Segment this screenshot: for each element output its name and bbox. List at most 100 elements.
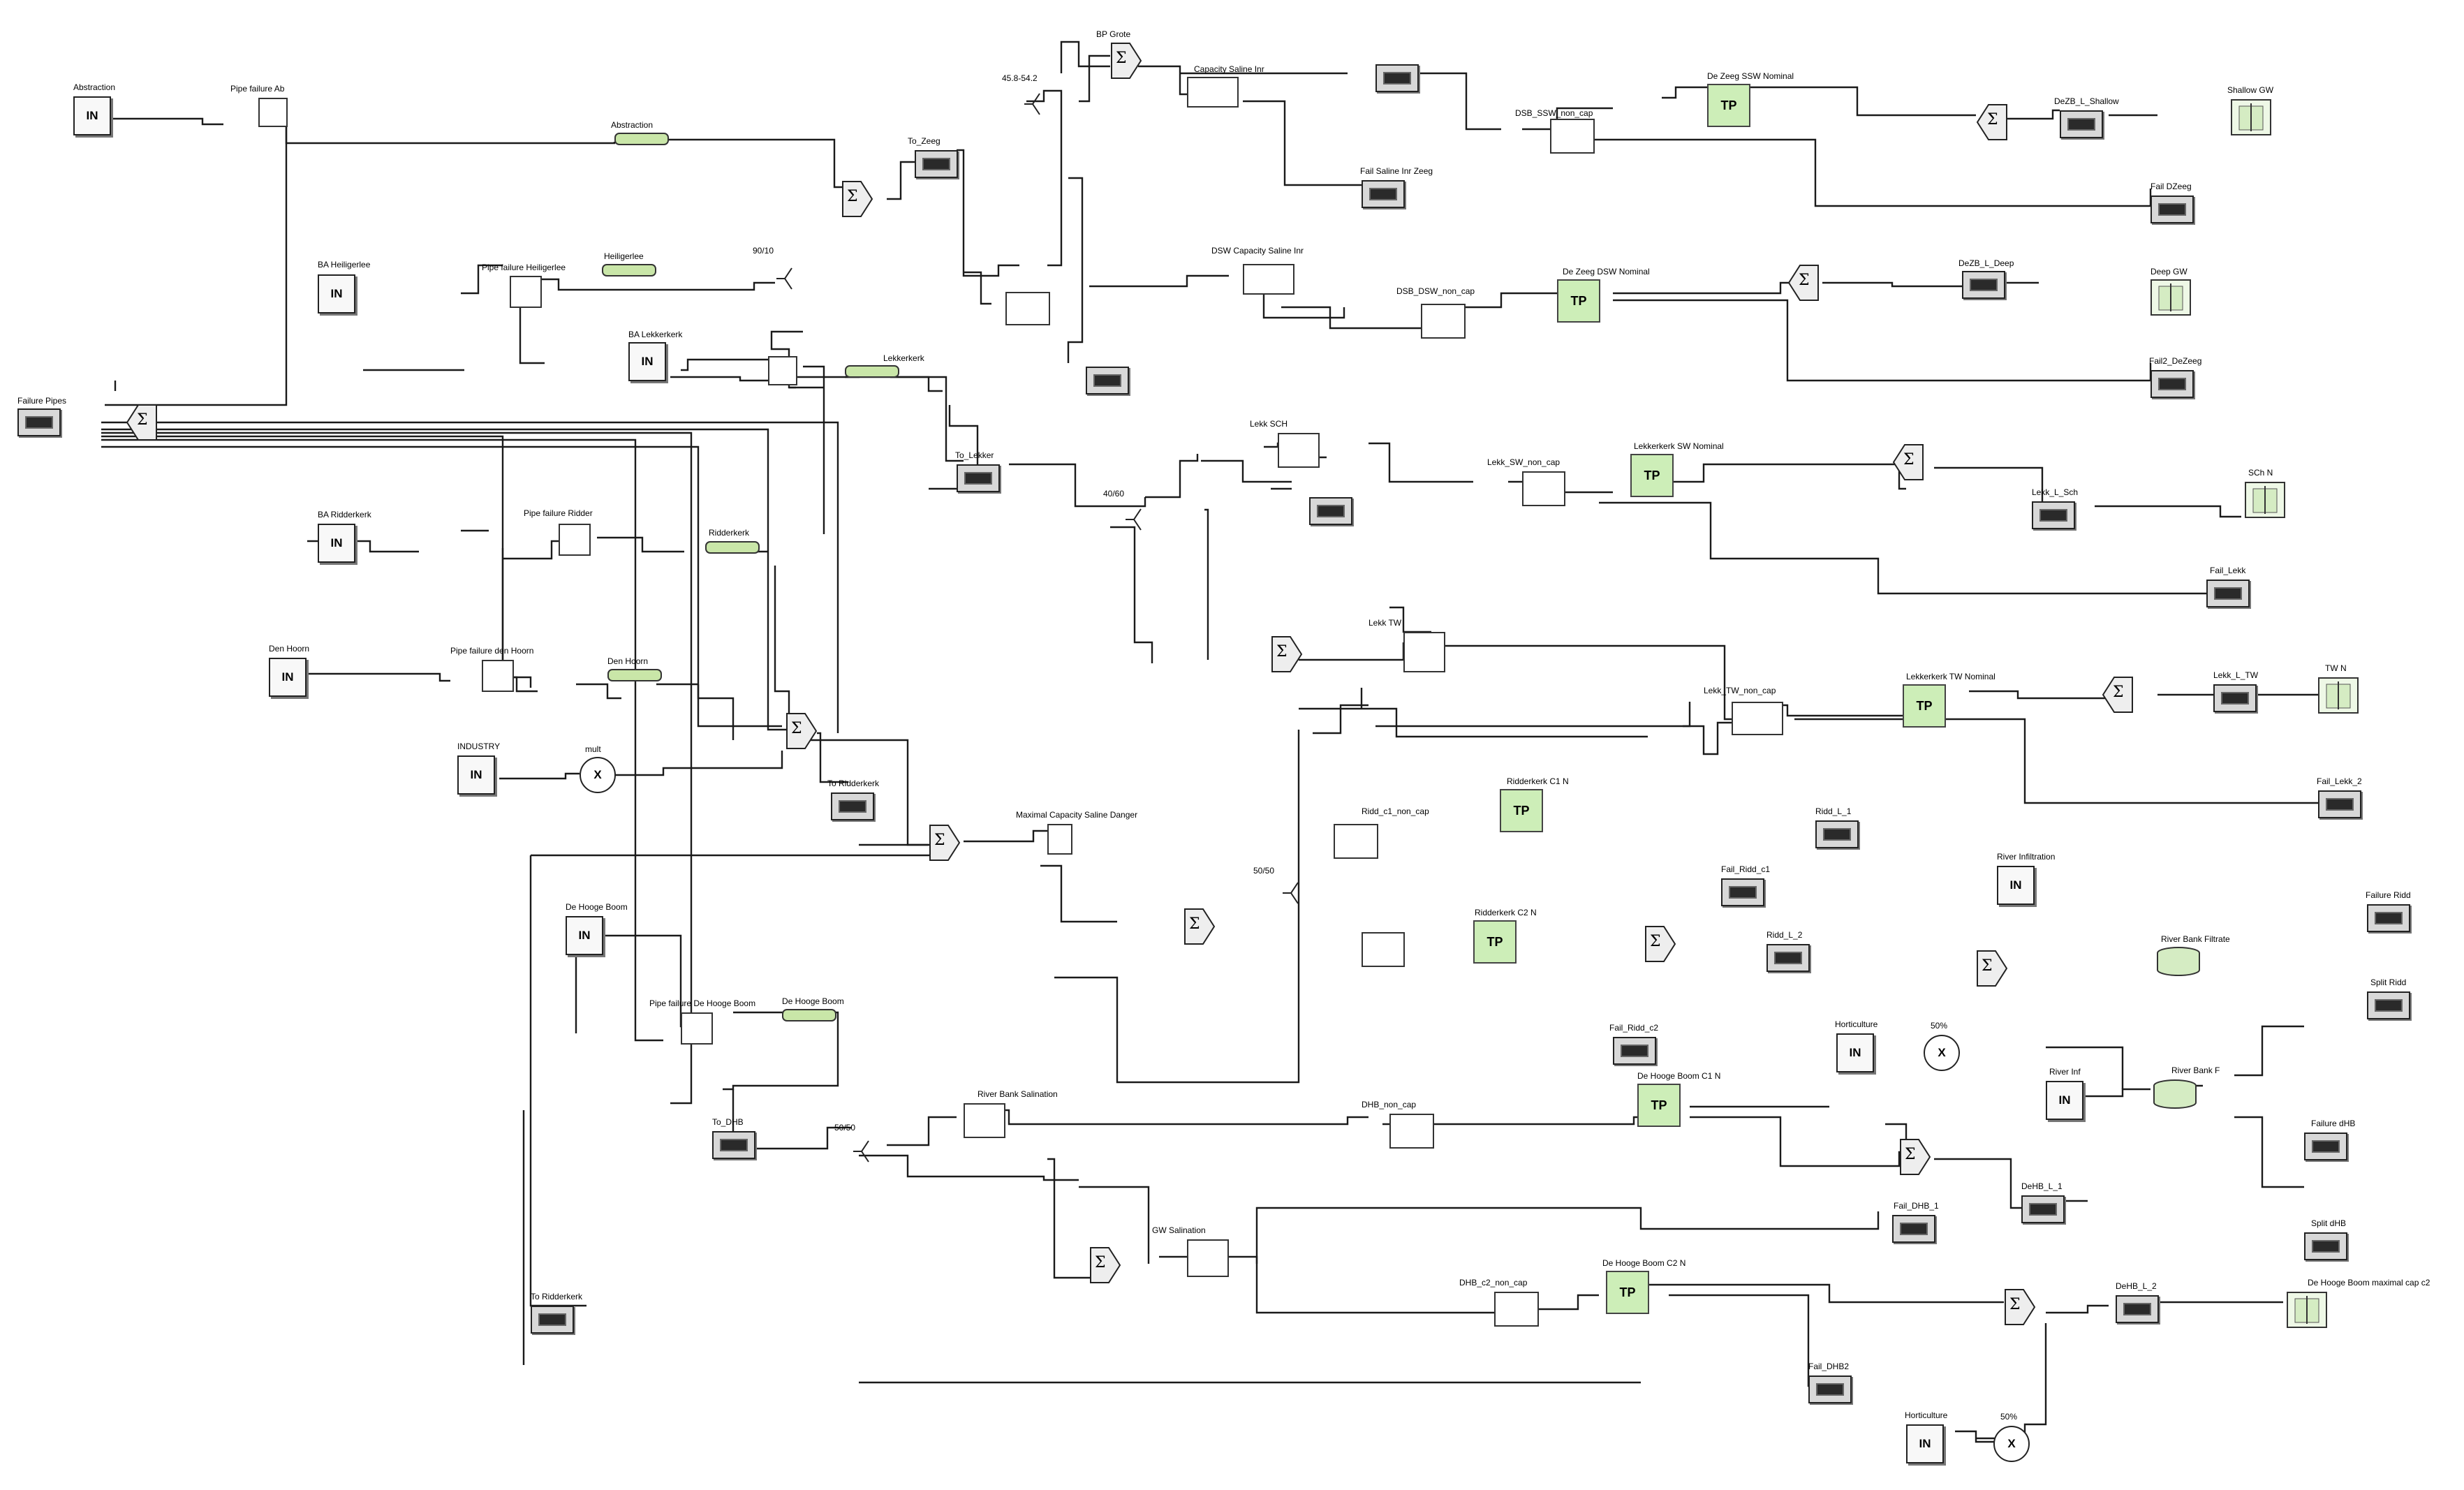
- pct-50-1-operator[interactable]: X: [1924, 1035, 1960, 1071]
- valve-decision[interactable]: [1005, 292, 1050, 325]
- riverbank-sum[interactable]: Σ: [1976, 950, 2008, 987]
- to-zeeg-result[interactable]: [915, 150, 958, 178]
- den-hoorn-input-block[interactable]: IN: [269, 658, 307, 697]
- pipe-failure-heiligerlee-decision[interactable]: [510, 276, 542, 308]
- ba-lekkerkerk-input-block[interactable]: IN: [628, 342, 666, 381]
- ba-ridderkerk-input-block[interactable]: IN: [318, 524, 355, 563]
- fail-dzeeg-result[interactable]: [2151, 196, 2194, 223]
- lekk-l-tw-result[interactable]: [2213, 684, 2257, 712]
- abstraction-input-block[interactable]: IN: [73, 96, 111, 135]
- lekkerkerk-sw-nominal-transfer[interactable]: TP: [1630, 454, 1674, 497]
- lekkerkerk-tw-nominal-transfer[interactable]: TP: [1903, 684, 1946, 728]
- dezb-l-shallow-result[interactable]: [2060, 110, 2103, 138]
- split-9010[interactable]: [775, 265, 793, 292]
- split-4060[interactable]: [1124, 506, 1142, 533]
- heiligerlee-conveyor[interactable]: [602, 264, 656, 276]
- de-zeeg-ssw-nominal-transfer[interactable]: TP: [1707, 84, 1750, 127]
- fail-dhb-1-result[interactable]: [1892, 1215, 1935, 1243]
- ridd-c1-non-cap-decision[interactable]: [1334, 824, 1378, 859]
- de-zeeg-dsw-nominal-transfer[interactable]: TP: [1557, 279, 1600, 323]
- dhb-non-cap-decision[interactable]: [1389, 1114, 1434, 1149]
- lekkerkerk-decision[interactable]: [768, 356, 797, 385]
- tw-n-sink[interactable]: [2318, 677, 2359, 714]
- to-dhb-result[interactable]: [712, 1131, 755, 1159]
- lekk-tw-decision[interactable]: [1403, 632, 1445, 672]
- central-sum[interactable]: Σ: [841, 180, 873, 218]
- dhb-c2-non-cap-decision[interactable]: [1494, 1292, 1539, 1327]
- ridderkerk-conveyor[interactable]: [705, 541, 760, 554]
- to-ridderkerk-2-result[interactable]: [531, 1306, 574, 1334]
- de-hooge-boom-c2-n-transfer[interactable]: TP: [1606, 1271, 1649, 1314]
- fail-ridd-c1-result[interactable]: [1721, 878, 1764, 906]
- max-capacity-decision[interactable]: [1047, 824, 1072, 855]
- ridd-c2-decision[interactable]: [1362, 932, 1405, 967]
- lekkerkerk-conveyor[interactable]: [845, 365, 899, 378]
- deep-saline-result[interactable]: [1086, 367, 1129, 394]
- pipe-failure-de-hooge-boom-decision[interactable]: [681, 1012, 713, 1045]
- lekk-l-sch-result[interactable]: [2032, 501, 2075, 529]
- ridderkerk-c1-n-transfer[interactable]: TP: [1500, 789, 1543, 832]
- lekk-sch-decision[interactable]: [1278, 433, 1320, 468]
- riverbank-filtrate-tank[interactable]: [2154, 946, 2203, 978]
- dehb-l-2-result[interactable]: [2116, 1295, 2159, 1323]
- fail-dhb2-result[interactable]: [1808, 1375, 1852, 1403]
- split-dhb-result[interactable]: [2304, 1232, 2347, 1260]
- pipe-failure-ridderkerk-decision[interactable]: [559, 524, 591, 556]
- dehb-l-1-result[interactable]: [2021, 1195, 2065, 1223]
- de-hooge-boom-max-cap-c2-sink[interactable]: [2287, 1292, 2327, 1328]
- fail-saline-inr-zeeg-result[interactable]: [1362, 180, 1405, 208]
- failure-dhb-result[interactable]: [2304, 1133, 2347, 1160]
- ridd-inflow-sum[interactable]: Σ: [1183, 908, 1216, 945]
- to-lekker-result[interactable]: [957, 464, 1000, 492]
- pct-50-2-operator[interactable]: X: [1993, 1426, 2030, 1462]
- ridd-l-1-result[interactable]: [1815, 820, 1859, 848]
- capacity-saline-result[interactable]: [1375, 64, 1419, 92]
- ridd-l-2-result[interactable]: [1766, 944, 1810, 972]
- dhb-c2-sum[interactable]: Σ: [2004, 1288, 2036, 1326]
- de-hooge-boom-input-block[interactable]: IN: [566, 916, 603, 955]
- lekk-sch-result[interactable]: [1309, 497, 1352, 525]
- river-bank-f-tank[interactable]: [2151, 1079, 2199, 1111]
- pipe-failure-den-hoorn-decision[interactable]: [482, 660, 514, 692]
- lekk-sw-sum[interactable]: Σ: [1892, 443, 1924, 481]
- den-hoorn-conveyor[interactable]: [607, 669, 662, 681]
- horticulture-1-input-block[interactable]: IN: [1836, 1033, 1874, 1072]
- salination-sum[interactable]: Σ: [929, 824, 961, 862]
- shallow-gw-sink[interactable]: [2231, 99, 2271, 135]
- fail-lekk-result[interactable]: [2206, 580, 2250, 607]
- fail2-dezeeg-result[interactable]: [2151, 370, 2194, 398]
- horticulture-2-input-block[interactable]: IN: [1906, 1424, 1944, 1463]
- lekk-tw-out-sum[interactable]: Σ: [2102, 676, 2134, 714]
- deep-gw-sink[interactable]: [2151, 279, 2191, 316]
- failure-pipes-result[interactable]: [17, 408, 61, 436]
- river-inf-input-block[interactable]: IN: [2046, 1081, 2083, 1120]
- dhb-sum[interactable]: Σ: [1899, 1138, 1931, 1176]
- capacity-saline-inr-decision[interactable]: [1187, 77, 1239, 108]
- dsw-capacity-saline-decision[interactable]: [1243, 264, 1294, 295]
- river-infiltration-input-block[interactable]: IN: [1997, 866, 2035, 905]
- lekk-tw-sum[interactable]: Σ: [1271, 635, 1303, 673]
- split-5050-b[interactable]: [852, 1138, 870, 1165]
- lekk-tw-non-cap-decision[interactable]: [1732, 702, 1783, 735]
- river-bank-salination-decision[interactable]: [964, 1103, 1005, 1138]
- gw-salination-decision[interactable]: [1187, 1239, 1229, 1277]
- to-ridderkerk-result[interactable]: [831, 792, 874, 820]
- split-4554[interactable]: [1023, 91, 1041, 117]
- fail-lekk-2-result[interactable]: [2318, 790, 2361, 818]
- dezb-l-deep-result[interactable]: [1962, 271, 2005, 299]
- mult-operator[interactable]: X: [580, 757, 616, 793]
- dsb-ssw-non-cap-decision[interactable]: [1550, 119, 1595, 154]
- ridd-c2-sum[interactable]: Σ: [1644, 925, 1676, 963]
- ridderkerk-c2-n-transfer[interactable]: TP: [1473, 920, 1517, 964]
- fail-ridd-c2-result[interactable]: [1613, 1037, 1656, 1065]
- industry-input-block[interactable]: IN: [457, 755, 495, 795]
- de-hooge-boom-c1-n-transfer[interactable]: TP: [1637, 1084, 1681, 1127]
- deep-sum[interactable]: Σ: [1787, 264, 1820, 302]
- split-ridd-result[interactable]: [2367, 991, 2410, 1019]
- ridderkerk-inflow-sum[interactable]: Σ: [785, 712, 818, 750]
- failure-pipes-sum[interactable]: Σ: [126, 404, 158, 441]
- gw-salination-sum[interactable]: Σ: [1089, 1246, 1121, 1284]
- sch-n-sink[interactable]: [2245, 482, 2285, 518]
- de-hooge-boom-conveyor[interactable]: [782, 1009, 836, 1021]
- dsb-dsw-non-cap-decision[interactable]: [1421, 304, 1466, 339]
